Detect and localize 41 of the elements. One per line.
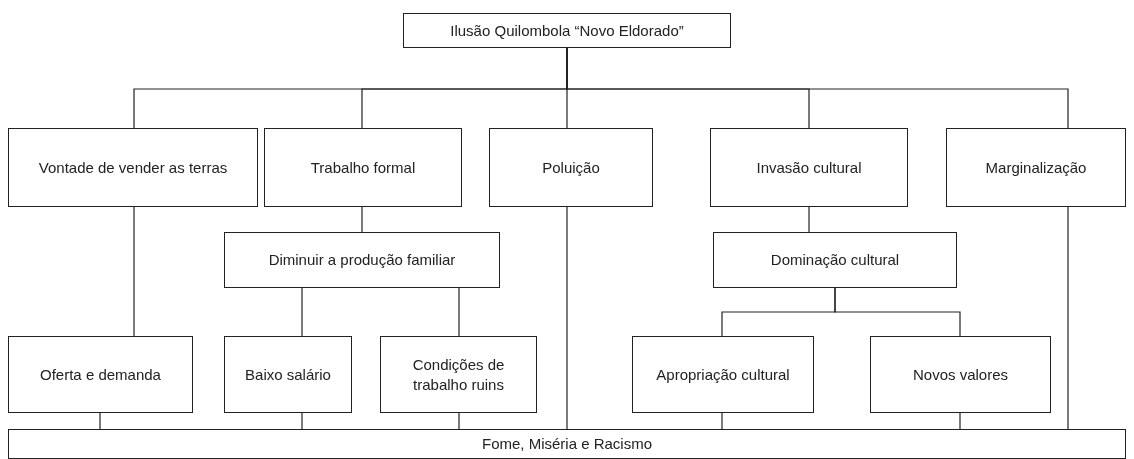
connector-line [133,206,135,337]
box-label: Novos valores [912,364,1008,385]
box-label: Trabalho formal [310,157,416,178]
concept-box [8,336,193,413]
box-label: Fome, Miséria e Racismo [481,434,652,454]
box-label: Ilusão Quilombola “Novo Eldorado” [450,20,684,41]
concept-box [710,128,908,207]
box-label: Invasão cultural [756,157,862,178]
connector-line [834,287,961,337]
concept-box [946,128,1126,207]
box-label: Baixo salário [245,364,331,385]
connector-line [1067,206,1069,430]
connector-line [566,206,568,430]
concept-box [8,429,1126,459]
box-label: Vontade de vender as terras [38,157,228,178]
concept-box [870,336,1051,413]
connector-line [721,412,723,430]
concept-box [8,128,258,207]
box-label: Condições de trabalho ruins [411,355,506,394]
connector-line [808,206,810,233]
connector-line [361,206,363,233]
connector-line [301,412,303,430]
connector-line [458,287,460,337]
concept-box [632,336,814,413]
connector-line [99,412,101,430]
connector-line [301,287,303,337]
box-label: Poluição [542,157,600,178]
concept-box [224,336,352,413]
box-label: Marginalização [985,157,1087,178]
concept-box [713,232,957,288]
box-label: Apropriação cultural [656,364,790,385]
concept-box [380,336,537,413]
box-label: Dominação cultural [770,250,900,270]
box-label: Diminuir a produção familiar [268,250,456,270]
box-label: Oferta e demanda [40,364,161,385]
connector-line [458,412,460,430]
concept-box [264,128,462,207]
connector-line [959,412,961,430]
concept-box [403,13,731,48]
concept-box [489,128,653,207]
concept-box [224,232,500,288]
